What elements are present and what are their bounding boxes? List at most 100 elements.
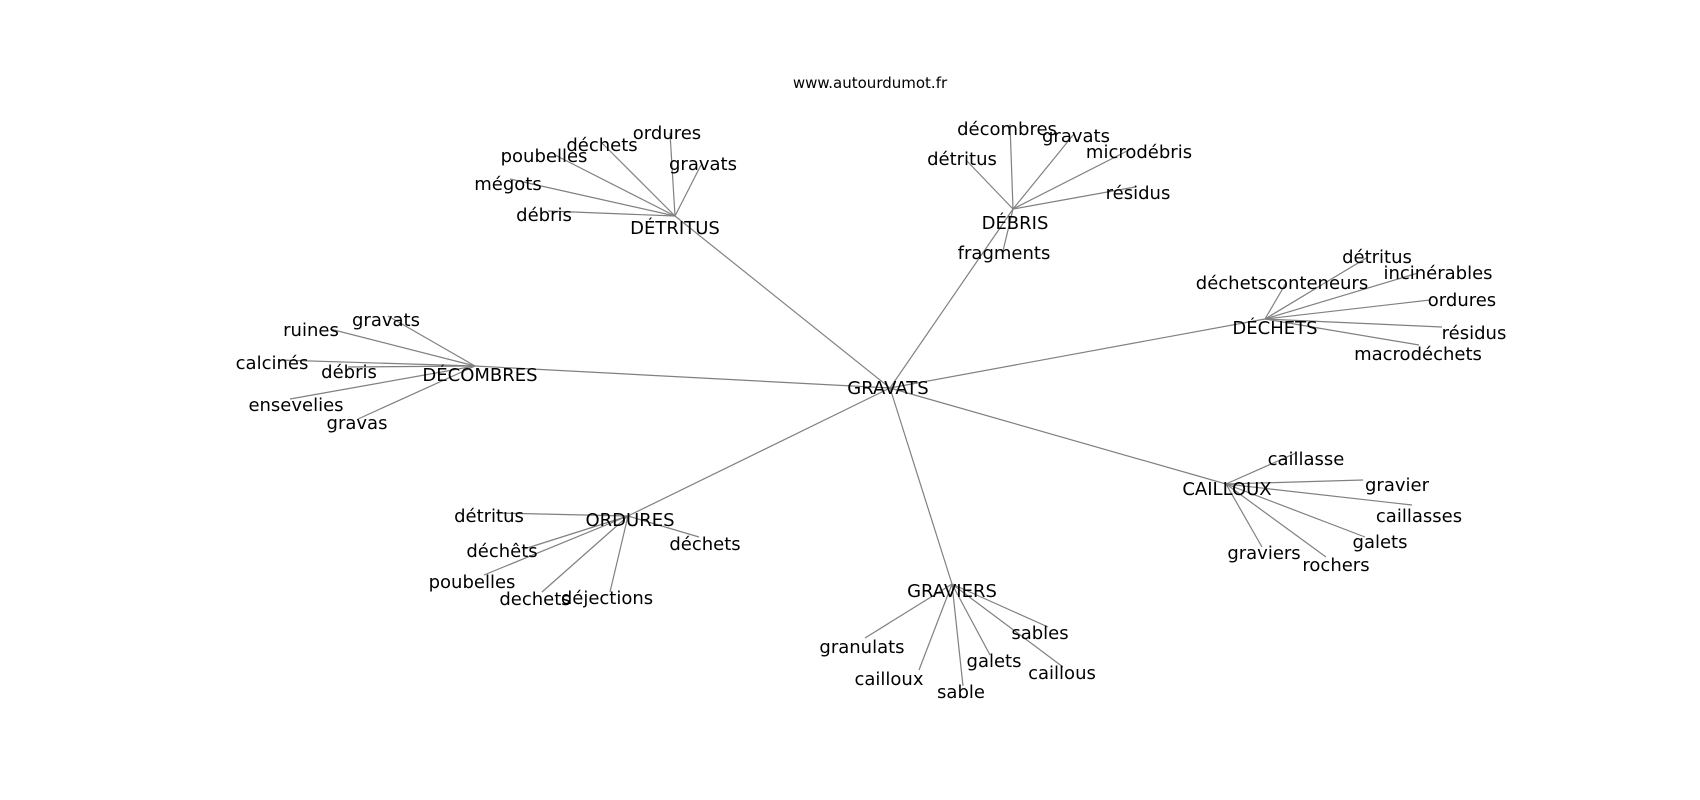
edge-hub-to-leaf	[483, 515, 629, 576]
edge-hub-to-leaf	[951, 583, 991, 656]
edge-hub-to-leaf	[329, 328, 476, 367]
edge-hub-to-leaf	[951, 583, 1049, 628]
edge-hub-to-leaf	[674, 164, 702, 217]
edge-hub-to-leaf	[669, 132, 676, 217]
leaf-node-label: granulats	[819, 637, 904, 658]
edge-root-to-hub	[889, 208, 1014, 389]
leaf-node-label: ordures	[633, 123, 701, 144]
edge-root-to-hub	[674, 215, 891, 389]
edge-hub-to-leaf	[602, 143, 676, 217]
edge-hub-to-leaf	[289, 365, 476, 400]
edge-hub-to-leaf	[1225, 483, 1327, 558]
edge-hub-to-leaf	[541, 515, 629, 593]
edge-hub-to-leaf	[1264, 256, 1369, 320]
edge-hub-to-leaf	[495, 512, 629, 517]
leaf-node-label: caillasses	[1376, 506, 1462, 527]
edge-hub-to-leaf	[609, 515, 629, 593]
hub-node-label: DÉBRIS	[982, 212, 1049, 234]
edge-hub-to-leaf	[965, 159, 1014, 210]
leaf-node-label: détritus	[454, 506, 524, 527]
edge-hub-to-leaf	[1225, 483, 1366, 538]
edge-hub-to-leaf	[627, 515, 700, 538]
leaf-node-label: graviers	[1227, 543, 1300, 564]
root-node-label: GRAVATS	[847, 378, 928, 399]
leaf-node-label: caillasse	[1268, 449, 1345, 470]
edge-hub-to-leaf	[1009, 123, 1014, 210]
leaf-node-label: ruines	[283, 320, 339, 341]
hub-node-label: DÉCOMBRES	[422, 364, 537, 386]
site-watermark: www.autourdumot.fr	[793, 74, 948, 92]
edge-hub-to-leaf	[1225, 452, 1297, 485]
leaf-node-label: macrodéchets	[1354, 344, 1482, 365]
leaf-node-label: débris	[516, 205, 572, 226]
edge-hub-to-leaf	[1012, 147, 1134, 210]
edge-hub-to-leaf	[951, 583, 1064, 668]
edge-hub-to-leaf	[1264, 318, 1443, 328]
edge-hub-to-leaf	[357, 365, 476, 420]
leaf-node-label: incinérables	[1383, 263, 1492, 284]
leaf-node-label: déjections	[561, 588, 653, 609]
leaf-node-label: débris	[321, 362, 377, 383]
leaf-node-label: déchêts	[466, 541, 537, 562]
leaf-node-label: microdébris	[1086, 142, 1192, 163]
edge-hub-to-leaf	[1225, 479, 1364, 485]
edge-root-to-hub	[889, 387, 953, 585]
hub-node-label: CAILLOUX	[1182, 479, 1271, 500]
leaf-node-label: sable	[937, 682, 985, 703]
edge-root-to-hub	[889, 387, 1227, 485]
graph-edges	[277, 123, 1443, 687]
edge-hub-to-leaf	[547, 210, 676, 217]
edge-hub-to-leaf	[523, 515, 629, 550]
edge-hub-to-leaf	[387, 315, 476, 367]
leaf-node-label: caillous	[1028, 663, 1096, 684]
edge-hub-to-leaf	[864, 583, 953, 639]
leaf-node-label: résidus	[1106, 183, 1171, 204]
edge-hub-to-leaf	[1264, 318, 1420, 346]
leaf-node-label: ordures	[1428, 290, 1496, 311]
graph-labels: www.autourdumot.fr GRAVATS orduresdéchet…	[236, 74, 1507, 703]
leaf-node-label: gravier	[1365, 475, 1430, 496]
leaf-node-label: déchetsconteneurs	[1196, 273, 1368, 294]
leaf-node-label: mégots	[474, 174, 541, 195]
hub-node-label: DÉCHETS	[1232, 317, 1317, 339]
hub-node-label: ORDURES	[585, 510, 674, 531]
hub-node-label: GRAVIERS	[907, 581, 997, 602]
leaf-node-label: décombres	[957, 119, 1057, 140]
edge-hub-to-leaf	[1002, 208, 1014, 252]
leaf-node-label: gravats	[352, 310, 420, 331]
edge-hub-to-leaf	[1225, 483, 1263, 548]
edge-hub-to-leaf	[347, 365, 476, 368]
edge-hub-to-leaf	[1264, 282, 1287, 320]
edge-hub-to-leaf	[1225, 483, 1413, 506]
edge-hub-to-leaf	[918, 583, 953, 671]
leaf-node-label: dechets	[499, 589, 570, 610]
edge-hub-to-leaf	[1012, 133, 1075, 210]
leaf-node-label: calcinés	[236, 353, 309, 374]
leaf-node-label: galets	[967, 651, 1022, 672]
edge-hub-to-leaf	[554, 154, 676, 217]
edge-hub-to-leaf	[1264, 299, 1431, 320]
leaf-node-label: gravats	[1042, 126, 1110, 147]
hub-node-label: DÉTRITUS	[630, 217, 720, 239]
leaf-node-label: détritus	[927, 149, 997, 170]
edge-hub-to-leaf	[951, 583, 964, 687]
leaf-node-label: ensevelies	[248, 395, 343, 416]
edge-hub-to-leaf	[1012, 186, 1136, 210]
leaf-node-label: déchets	[669, 534, 740, 555]
edge-root-to-hub	[474, 365, 891, 389]
edge-hub-to-leaf	[1264, 272, 1419, 320]
leaf-node-label: gravats	[669, 154, 737, 175]
edge-root-to-hub	[627, 387, 891, 517]
leaf-node-label: déchets	[566, 135, 637, 156]
leaf-node-label: rochers	[1302, 555, 1369, 576]
leaf-node-label: sables	[1011, 623, 1068, 644]
leaf-node-label: poubelles	[429, 572, 516, 593]
leaf-node-label: cailloux	[854, 669, 923, 690]
edge-hub-to-leaf	[509, 178, 676, 217]
leaf-node-label: poubelles	[501, 146, 588, 167]
leaf-node-label: détritus	[1342, 247, 1412, 268]
leaf-node-label: fragments	[958, 243, 1051, 264]
edge-root-to-hub	[889, 318, 1266, 389]
edge-hub-to-leaf	[277, 359, 476, 367]
